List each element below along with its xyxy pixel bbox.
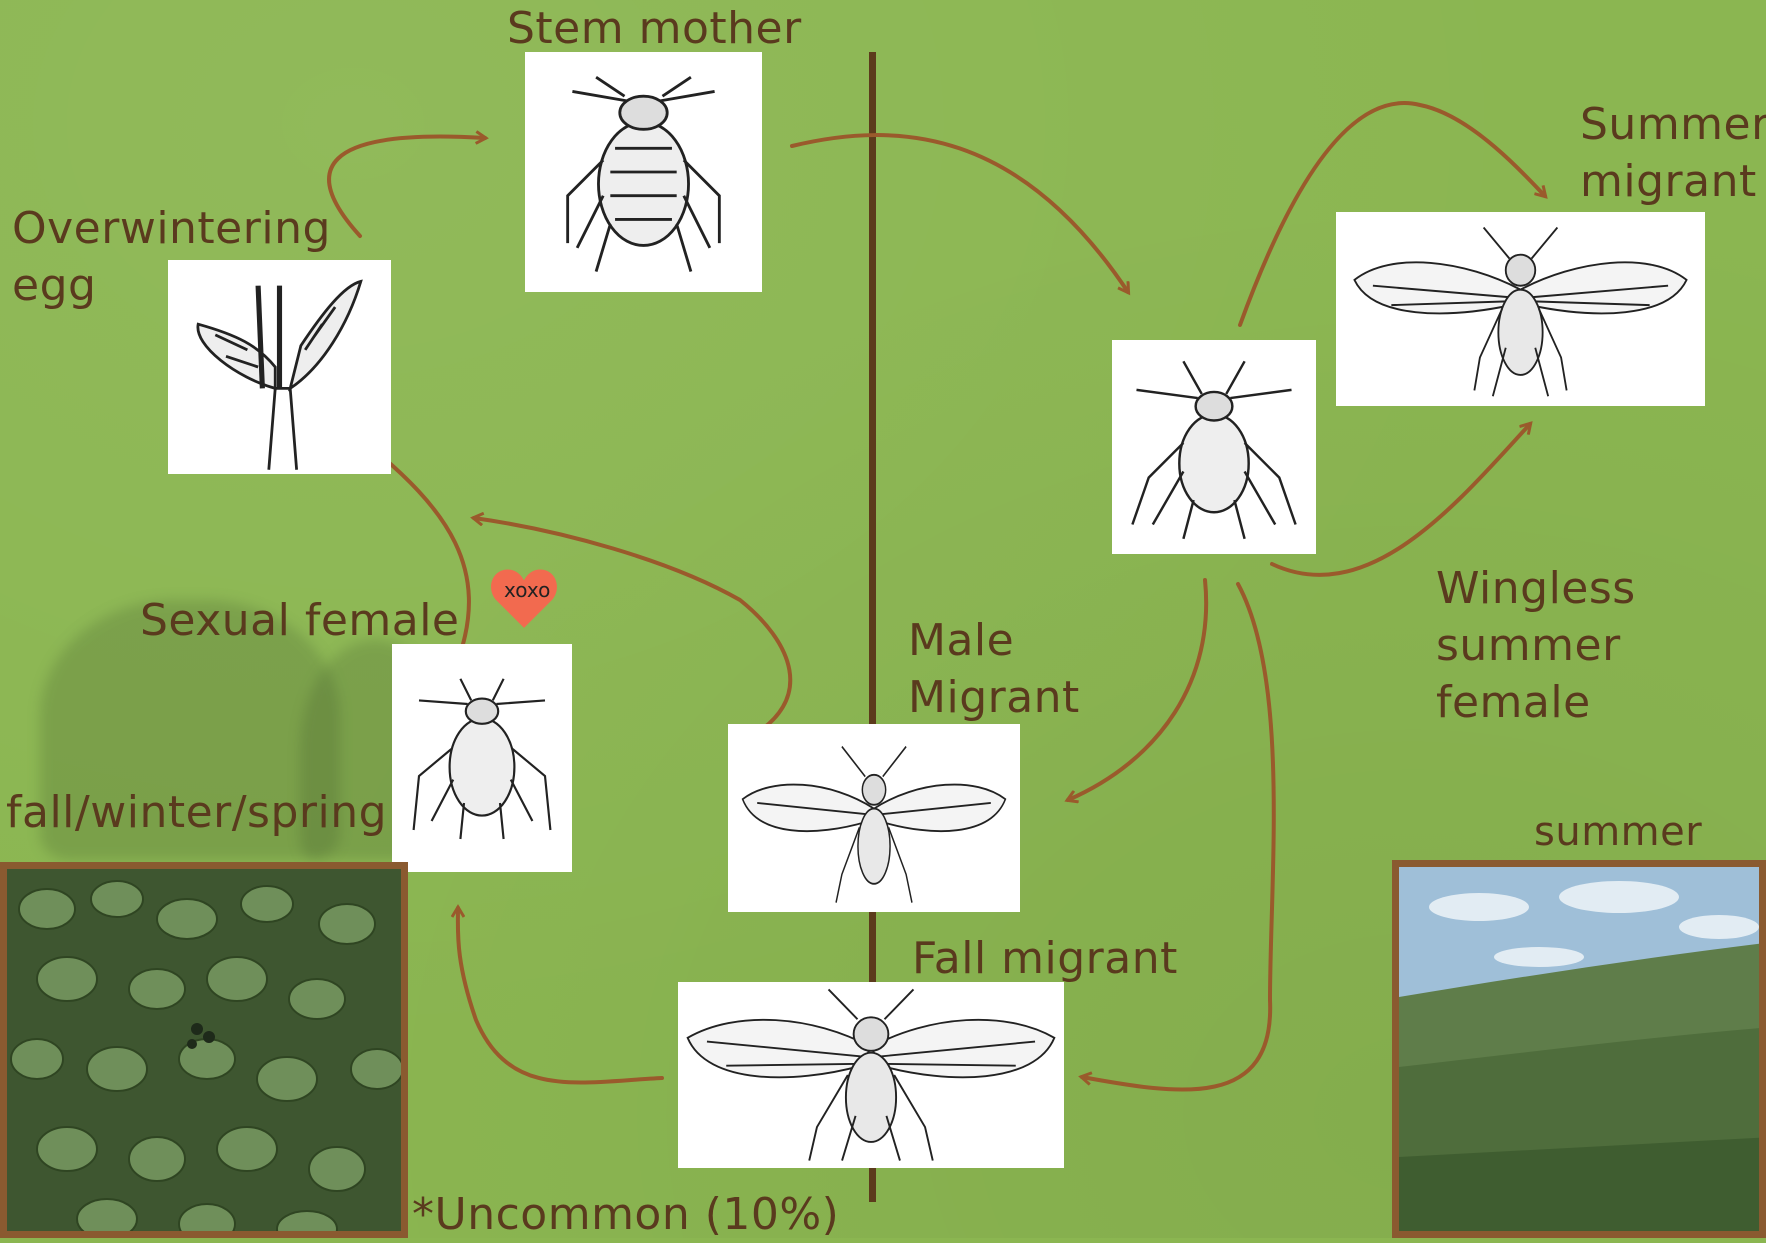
- arrow-stem-mother-to-summer: [792, 135, 1128, 292]
- male-migrant-label: Male Migrant: [908, 612, 1080, 726]
- plant-bud-egg-icon: [168, 260, 391, 474]
- buckthorn-foliage-image: [7, 869, 408, 1238]
- summer-photo: [1392, 860, 1766, 1238]
- male-migrant-panel: [728, 724, 1020, 912]
- stem-mother-panel: [525, 52, 762, 292]
- wingless-summer-female-label: Wingless summer female: [1436, 560, 1636, 732]
- fall-migrant-panel: [678, 982, 1064, 1168]
- aphid-winged-icon: [1336, 212, 1705, 406]
- aphid-wingless-icon: [1112, 340, 1316, 554]
- overwintering-egg-panel: [168, 260, 391, 474]
- arrow-to-male-migrant: [1068, 580, 1206, 800]
- aphid-winged-icon: [678, 982, 1064, 1168]
- summer-label: summer: [1534, 806, 1702, 858]
- sexual-female-label: Sexual female: [140, 592, 460, 649]
- arrow-fall-migrant-to-sexual-female: [458, 908, 662, 1083]
- uncommon-note: *Uncommon (10%): [412, 1186, 839, 1243]
- fall-winter-spring-photo: [0, 862, 408, 1238]
- arrow-egg-to-stem-mother: [329, 137, 485, 236]
- arrow-to-fall-migrant: [1082, 584, 1274, 1090]
- heart-label: xoxo: [504, 578, 550, 602]
- summer-migrant-panel: [1336, 212, 1705, 406]
- aphid-winged-icon: [728, 724, 1020, 912]
- aphid-wingless-icon: [525, 52, 762, 292]
- wingless-summer-female-panel: [1112, 340, 1316, 554]
- aphid-wingless-icon: [392, 644, 572, 872]
- sexual-female-panel: [392, 644, 572, 872]
- fall-migrant-label: Fall migrant: [912, 930, 1178, 987]
- stem-mother-label: Stem mother: [507, 0, 802, 57]
- soybean-field-image: [1399, 867, 1766, 1238]
- summer-migrant-label: Summer migrant: [1580, 96, 1766, 210]
- fall-winter-spring-label: fall/winter/spring: [6, 784, 387, 841]
